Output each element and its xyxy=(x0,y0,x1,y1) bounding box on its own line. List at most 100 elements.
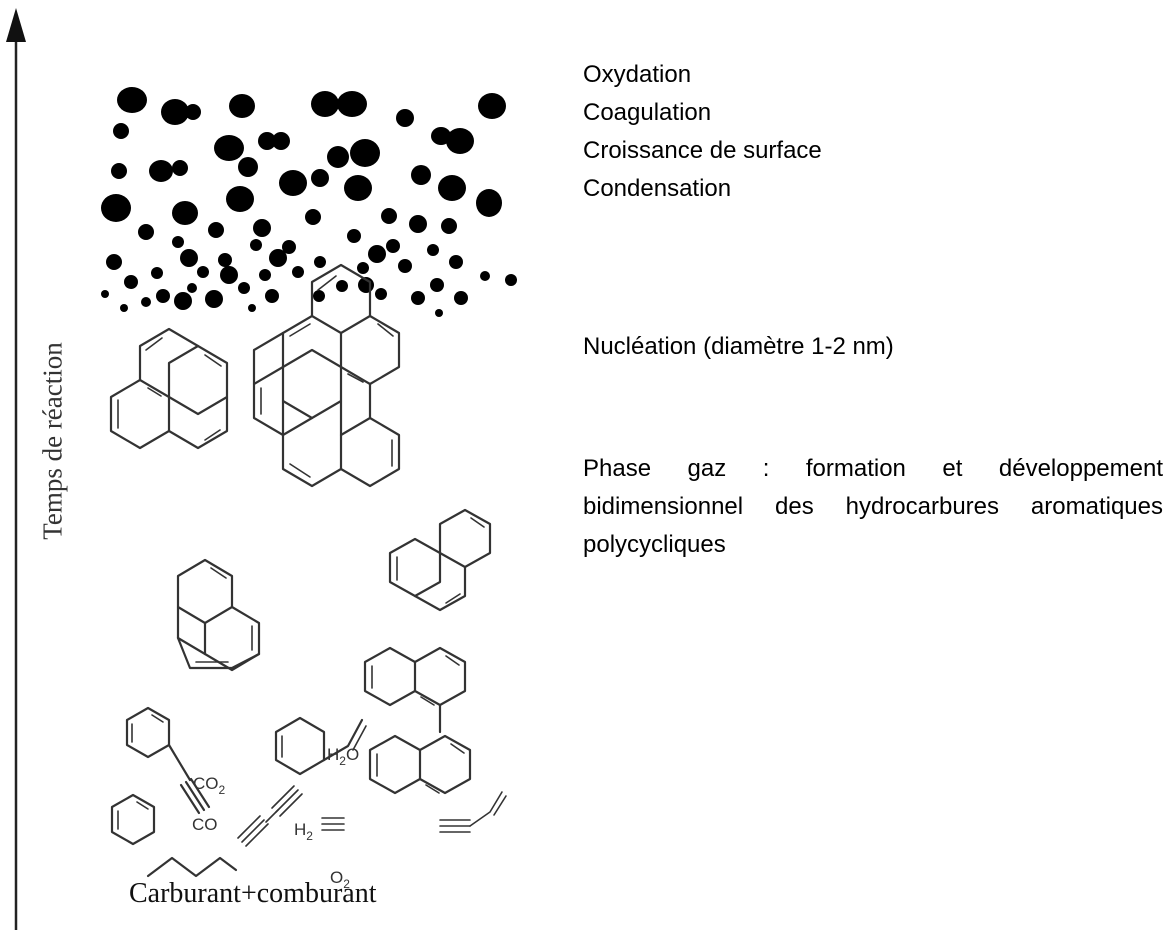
soot-particle xyxy=(344,175,372,201)
soot-particle xyxy=(205,290,223,308)
species-co: CO xyxy=(192,815,218,834)
soot-particle xyxy=(454,291,468,305)
soot-particle xyxy=(505,274,517,286)
soot-particle xyxy=(411,291,425,305)
soot-particle xyxy=(156,289,170,303)
soot-particle xyxy=(311,91,339,117)
soot-particle xyxy=(305,209,321,225)
molecule-styrene xyxy=(274,716,367,776)
soot-particle xyxy=(120,304,128,312)
fuel-oxidizer-label: Carburant+comburant xyxy=(129,878,377,909)
molecule-pyrene xyxy=(109,327,229,450)
soot-particle xyxy=(375,288,387,300)
molecule-coronene xyxy=(252,263,401,488)
soot-particle xyxy=(218,253,232,267)
soot-particle xyxy=(314,256,326,268)
soot-particle xyxy=(279,170,307,196)
soot-particle xyxy=(265,289,279,303)
soot-particle xyxy=(368,245,386,263)
soot-particle xyxy=(386,239,400,253)
soot-particle xyxy=(438,175,466,201)
soot-particle xyxy=(398,259,412,273)
soot-particle xyxy=(149,160,173,182)
soot-particle xyxy=(174,292,192,310)
axis-label: Temps de réaction xyxy=(37,342,68,540)
soot-particle xyxy=(124,275,138,289)
species-h2: H2 xyxy=(294,820,313,843)
soot-particle xyxy=(347,229,361,243)
soot-particle xyxy=(357,262,369,274)
soot-particle xyxy=(172,201,198,225)
soot-particles xyxy=(101,87,517,317)
soot-particle xyxy=(180,249,198,267)
species-o2: O2 xyxy=(330,868,350,891)
soot-particle xyxy=(350,139,380,167)
soot-particle xyxy=(396,109,414,127)
soot-particle xyxy=(409,215,427,233)
soot-particle xyxy=(269,249,287,267)
time-axis-arrowhead xyxy=(6,8,26,42)
soot-particle xyxy=(441,218,457,234)
soot-particle xyxy=(476,189,502,217)
soot-particle xyxy=(431,127,451,145)
soot-particle xyxy=(117,87,147,113)
soot-particle xyxy=(337,91,367,117)
molecule-naphthalene xyxy=(368,734,472,795)
soot-particle xyxy=(327,146,349,168)
soot-particle xyxy=(478,93,506,119)
soot-particle xyxy=(311,169,329,187)
soot-particle xyxy=(238,157,258,177)
stage-oxidation: Oxydation xyxy=(583,61,692,88)
soot-particle xyxy=(151,267,163,279)
soot-particle xyxy=(141,297,151,307)
species-h2o: H2O xyxy=(327,745,359,768)
nucleation-label: Nucléation (diamètre 1-2 nm) xyxy=(583,333,894,360)
molecule-benzene xyxy=(110,793,156,846)
soot-particle xyxy=(282,240,296,254)
molecule-methylnaphthalene xyxy=(363,646,467,734)
stage-condensation: Condensation xyxy=(583,175,732,202)
soot-particle xyxy=(208,222,224,238)
soot-particle xyxy=(313,290,325,302)
molecule-diacetylene xyxy=(237,785,303,847)
soot-particle xyxy=(292,266,304,278)
soot-particle xyxy=(336,280,348,292)
soot-particle xyxy=(248,304,256,312)
soot-particle xyxy=(480,271,490,281)
soot-particle xyxy=(229,94,255,118)
species-co2: CO2 xyxy=(193,774,226,797)
soot-particle xyxy=(161,99,189,125)
soot-particle xyxy=(172,160,188,176)
soot-particle xyxy=(226,186,254,212)
soot-particle xyxy=(259,269,271,281)
soot-particle xyxy=(138,224,154,240)
soot-particle xyxy=(113,123,129,139)
soot-particle xyxy=(197,266,209,278)
soot-particle xyxy=(101,194,131,222)
soot-particle xyxy=(258,132,276,150)
molecule-phenanthrene xyxy=(388,508,492,612)
soot-particle xyxy=(253,219,271,237)
gas-phase-description: Phase gaz : formation et développement b… xyxy=(583,455,1163,558)
soot-particle xyxy=(187,283,197,293)
soot-particle xyxy=(111,163,127,179)
molecule-acetylene xyxy=(321,817,345,831)
soot-particle xyxy=(220,266,238,284)
soot-particle xyxy=(172,236,184,248)
soot-particle xyxy=(430,278,444,292)
soot-particle xyxy=(435,309,443,317)
time-axis xyxy=(6,8,26,930)
soot-particle xyxy=(427,244,439,256)
soot-particle xyxy=(250,239,262,251)
molecule-butane xyxy=(146,856,238,878)
soot-particle xyxy=(214,135,244,161)
soot-particle xyxy=(101,290,109,298)
stage-coagulation: Coagulation xyxy=(583,99,712,126)
soot-particle xyxy=(106,254,122,270)
soot-particle xyxy=(272,132,290,150)
molecule-phenylacetylene xyxy=(125,706,211,815)
soot-particle xyxy=(446,128,474,154)
soot-particle xyxy=(238,282,250,294)
soot-particle xyxy=(411,165,431,185)
